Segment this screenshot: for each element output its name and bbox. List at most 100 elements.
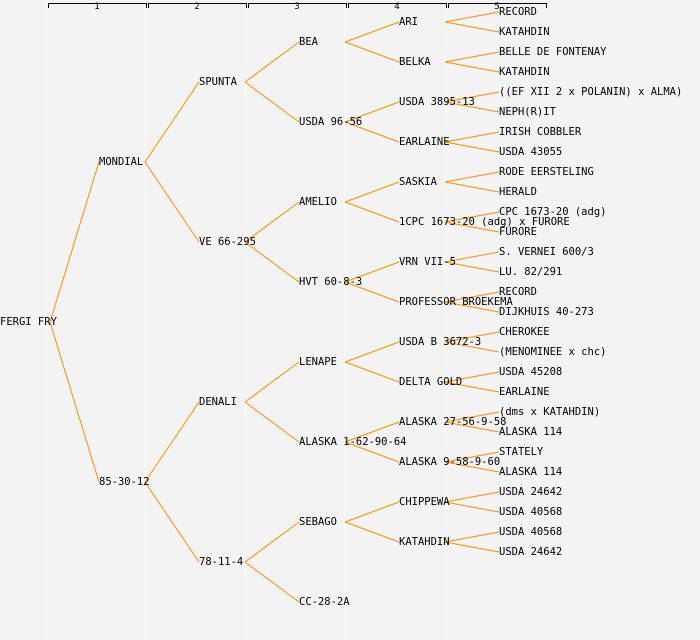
- pedigree-link: [444, 461, 500, 473]
- ancestor-variety[interactable]: RECORD: [499, 286, 537, 298]
- ancestor-variety[interactable]: KATAHDIN: [499, 26, 550, 38]
- ancestor-variety[interactable]: FURORE: [499, 226, 537, 238]
- ancestor-variety[interactable]: USDA 45208: [499, 366, 563, 378]
- ancestor-variety[interactable]: LENAPE: [299, 356, 337, 368]
- pedigree-link: [344, 521, 400, 543]
- pedigree-link: [244, 241, 300, 283]
- column-separator: [245, 0, 246, 640]
- generation-number: 3: [294, 2, 300, 12]
- ancestor-variety[interactable]: CC-28-2A: [299, 596, 350, 608]
- pedigree-link: [444, 251, 500, 263]
- root-variety[interactable]: FERGI FRY: [0, 316, 57, 328]
- generation-bracket: [348, 3, 447, 8]
- ancestor-variety[interactable]: USDA 40568: [499, 526, 563, 538]
- ancestor-variety[interactable]: KATAHDIN: [499, 66, 550, 78]
- pedigree-link: [344, 181, 400, 203]
- ancestor-variety[interactable]: ALASKA 1-62-90-64: [299, 436, 407, 448]
- pedigree-link: [444, 211, 500, 223]
- ancestor-variety[interactable]: SPUNTA: [199, 76, 237, 88]
- ancestor-variety[interactable]: KATAHDIN: [399, 536, 450, 548]
- pedigree-link: [444, 181, 500, 193]
- ancestor-variety[interactable]: RECORD: [499, 6, 537, 18]
- ancestor-variety[interactable]: IRISH COBBLER: [499, 126, 582, 138]
- pedigree-link: [444, 221, 500, 233]
- pedigree-link: [444, 291, 500, 303]
- ancestor-variety[interactable]: CPC 1673-20 (adg): [499, 206, 607, 218]
- pedigree-link: [344, 41, 400, 63]
- column-separator: [445, 0, 446, 640]
- ancestor-variety[interactable]: MONDIAL: [99, 156, 144, 168]
- ancestor-variety[interactable]: EARLAINE: [499, 386, 550, 398]
- pedigree-link: [444, 51, 500, 63]
- pedigree-link: [344, 121, 400, 143]
- ancestor-variety[interactable]: AMELIO: [299, 196, 337, 208]
- column-separator: [345, 0, 346, 640]
- pedigree-link: [444, 541, 500, 553]
- ancestor-variety[interactable]: VE 66-295: [199, 236, 256, 248]
- ancestor-variety[interactable]: HVT 60-8-3: [299, 276, 363, 288]
- pedigree-link: [49, 161, 100, 323]
- ancestor-variety[interactable]: NEPH(R)IT: [499, 106, 556, 118]
- pedigree-link: [444, 11, 500, 23]
- pedigree-link: [444, 141, 500, 153]
- ancestor-variety[interactable]: CHEROKEE: [499, 326, 550, 338]
- pedigree-link: [144, 401, 200, 483]
- pedigree-link: [344, 201, 400, 223]
- ancestor-variety[interactable]: LU. 82/291: [499, 266, 563, 278]
- ancestor-variety[interactable]: ARI: [399, 16, 418, 28]
- ancestor-variety[interactable]: ALASKA 114: [499, 466, 563, 478]
- ancestor-variety[interactable]: USDA 96-56: [299, 116, 363, 128]
- ancestor-variety[interactable]: CHIPPEWA: [399, 496, 450, 508]
- pedigree-link: [444, 421, 500, 433]
- pedigree-link: [444, 171, 500, 183]
- pedigree-link: [444, 491, 500, 503]
- ancestor-variety[interactable]: PROFESSOR BROEKEMA: [399, 296, 513, 308]
- pedigree-link: [344, 281, 400, 303]
- ancestor-variety[interactable]: SASKIA: [399, 176, 437, 188]
- ancestor-variety[interactable]: 1CPC 1673-20 (adg) x FURORE: [399, 216, 570, 228]
- pedigree-link: [444, 261, 500, 273]
- ancestor-variety[interactable]: ((EF XII 2 x POLANIN) x ALMA): [499, 86, 683, 98]
- ancestor-variety[interactable]: HERALD: [499, 186, 537, 198]
- ancestor-variety[interactable]: (MENOMINEE x chc): [499, 346, 607, 358]
- pedigree-link: [444, 381, 500, 393]
- pedigree-link: [444, 451, 500, 463]
- ancestor-variety[interactable]: USDA 24642: [499, 546, 563, 558]
- ancestor-variety[interactable]: RODE EERSTELING: [499, 166, 594, 178]
- ancestor-variety[interactable]: USDA B 3672-3: [399, 336, 482, 348]
- ancestor-variety[interactable]: USDA 3895-13: [399, 96, 475, 108]
- pedigree-link: [444, 411, 500, 423]
- ancestor-variety[interactable]: DIJKHUIS 40-273: [499, 306, 594, 318]
- generation-number: 2: [194, 2, 200, 12]
- pedigree-link: [144, 481, 200, 563]
- ancestor-variety[interactable]: ALASKA 9-58-9-60: [399, 456, 501, 468]
- ancestor-variety[interactable]: EARLAINE: [399, 136, 450, 148]
- ancestor-variety[interactable]: USDA 24642: [499, 486, 563, 498]
- ancestor-variety[interactable]: USDA 43055: [499, 146, 563, 158]
- ancestor-variety[interactable]: (dms x KATAHDIN): [499, 406, 601, 418]
- ancestor-variety[interactable]: ALASKA 27-56-9-58: [399, 416, 507, 428]
- generation-bracket: [448, 3, 547, 8]
- ancestor-variety[interactable]: 78-11-4: [199, 556, 244, 568]
- ancestor-variety[interactable]: DELTA GOLD: [399, 376, 463, 388]
- ancestor-variety[interactable]: 85-30-12: [99, 476, 150, 488]
- ancestor-variety[interactable]: BELKA: [399, 56, 431, 68]
- pedigree-link: [444, 21, 500, 33]
- ancestor-variety[interactable]: ALASKA 114: [499, 426, 563, 438]
- pedigree-link: [444, 301, 500, 313]
- generation-bracket: [148, 3, 247, 8]
- ancestor-variety[interactable]: USDA 40568: [499, 506, 563, 518]
- pedigree-link: [244, 401, 300, 443]
- ancestor-variety[interactable]: VRN VII-5: [399, 256, 456, 268]
- pedigree-link: [444, 91, 500, 103]
- ancestor-variety[interactable]: DENALI: [199, 396, 237, 408]
- ancestor-variety[interactable]: SEBAGO: [299, 516, 337, 528]
- pedigree-link: [244, 41, 300, 83]
- ancestor-variety[interactable]: BELLE DE FONTENAY: [499, 46, 607, 58]
- ancestor-variety[interactable]: S. VERNEI 600/3: [499, 246, 594, 258]
- ancestor-variety[interactable]: STATELY: [499, 446, 544, 458]
- ancestor-variety[interactable]: BEA: [299, 36, 318, 48]
- pedigree-link: [244, 201, 300, 243]
- generation-number: 4: [394, 2, 400, 12]
